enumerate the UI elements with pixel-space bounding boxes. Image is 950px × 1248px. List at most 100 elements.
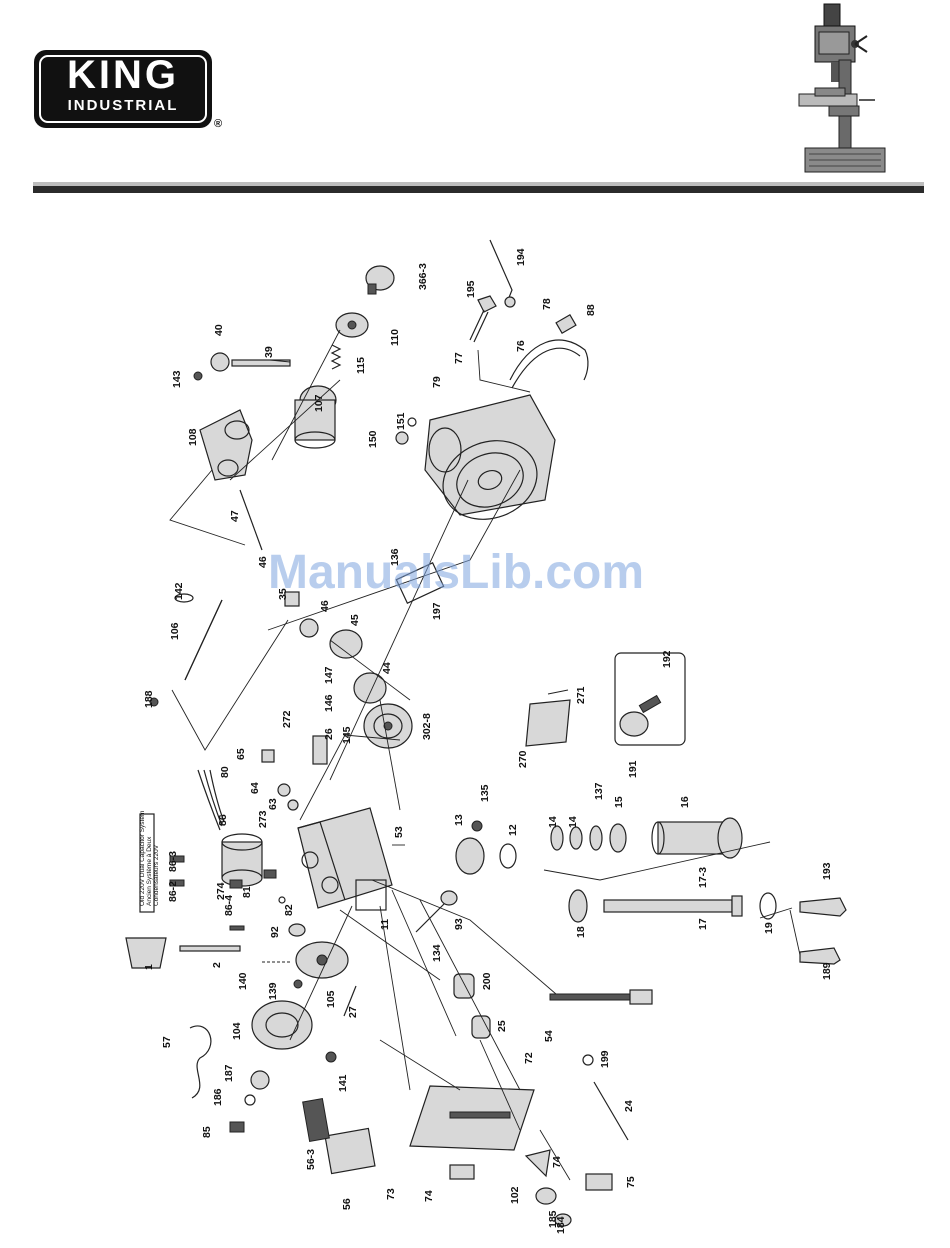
part-label: 186 bbox=[212, 1088, 224, 1106]
part-label: 13 bbox=[453, 814, 465, 826]
drill-press-thumbnail-icon bbox=[798, 3, 886, 173]
part-12 bbox=[499, 843, 517, 869]
part-17 bbox=[603, 895, 743, 917]
part-label: 189 bbox=[821, 962, 833, 980]
part-54 bbox=[549, 993, 631, 1001]
part-label: 11 bbox=[379, 919, 391, 930]
part-label: 302-8 bbox=[421, 713, 433, 740]
part-270 bbox=[525, 699, 571, 747]
part-188 bbox=[149, 697, 159, 707]
part-27 bbox=[343, 985, 357, 1017]
part-label: 192 bbox=[661, 650, 673, 668]
part-label: 86-2 bbox=[167, 881, 179, 902]
part-label: 141 bbox=[337, 1074, 349, 1092]
part-191-box bbox=[614, 652, 686, 746]
part-label: 77 bbox=[453, 352, 465, 364]
note-box-text: Old 220V Dual Capacitor System Ancien Sy… bbox=[139, 811, 160, 906]
part-label: 47 bbox=[229, 510, 241, 522]
part-15 bbox=[609, 823, 627, 853]
part-18 bbox=[568, 889, 588, 923]
part-139 bbox=[293, 979, 303, 989]
part-47 bbox=[239, 489, 263, 551]
part-label: 74 bbox=[423, 1190, 435, 1202]
part-72 bbox=[409, 1085, 535, 1151]
part-label: 75 bbox=[625, 1176, 637, 1188]
part-label: 76 bbox=[515, 340, 527, 352]
part-label: 86 bbox=[217, 814, 229, 826]
part-label: 24 bbox=[623, 1100, 635, 1112]
part-26 bbox=[312, 735, 328, 765]
part-302-8 bbox=[363, 703, 413, 749]
part-label: 85 bbox=[201, 1126, 213, 1138]
part-label: 110 bbox=[389, 329, 401, 346]
part-label: 193 bbox=[821, 862, 833, 880]
part-label: 272 bbox=[281, 710, 293, 728]
part-label: 135 bbox=[479, 784, 491, 802]
part-label: 104 bbox=[231, 1022, 243, 1040]
part-1 bbox=[125, 937, 167, 969]
part-label: 86-3 bbox=[167, 851, 179, 872]
part-label: 39 bbox=[263, 346, 275, 358]
part-label: 150 bbox=[367, 430, 379, 448]
part-label: 187 bbox=[223, 1064, 235, 1082]
part-label: 64 bbox=[249, 782, 261, 794]
part-107 bbox=[294, 385, 337, 449]
part-label: 145 bbox=[341, 726, 353, 744]
part-label: 191 bbox=[627, 760, 639, 778]
part-86-3 bbox=[169, 855, 185, 863]
part-56 bbox=[302, 1097, 376, 1175]
part-78 bbox=[555, 313, 577, 335]
part-46 bbox=[299, 618, 319, 638]
note-line-3: Condensateurs 220V bbox=[153, 844, 160, 906]
part-200 bbox=[453, 973, 475, 999]
part-label: 106 bbox=[169, 622, 181, 640]
part-label: 65 bbox=[235, 748, 247, 760]
part-92 bbox=[288, 923, 306, 937]
part-label: 151 bbox=[395, 412, 407, 430]
part-137 bbox=[589, 825, 603, 851]
part-label: 18 bbox=[575, 926, 587, 938]
part-label: 102 bbox=[509, 1186, 521, 1204]
registered-mark: ® bbox=[214, 118, 223, 130]
part-label: 53 bbox=[393, 826, 405, 838]
part-14 bbox=[550, 825, 564, 851]
part-label: 16 bbox=[679, 796, 691, 808]
part-label: 108 bbox=[187, 428, 199, 446]
part-86-4 bbox=[229, 925, 245, 931]
header-rule-dark bbox=[33, 186, 924, 193]
part-label: 81 bbox=[241, 886, 253, 898]
part-label: 17-3 bbox=[697, 867, 709, 888]
part-110 bbox=[335, 312, 369, 338]
part-64 bbox=[277, 783, 291, 797]
part-label: 63 bbox=[267, 798, 279, 810]
part-label: 270 bbox=[517, 750, 529, 768]
part-label: 195 bbox=[465, 280, 477, 298]
part-label: 88 bbox=[585, 304, 597, 316]
part-193 bbox=[799, 897, 847, 917]
part-63 bbox=[287, 799, 299, 811]
part-195 bbox=[469, 295, 497, 343]
part-274 bbox=[229, 879, 243, 889]
note-line-1: Old 220V Dual Capacitor System bbox=[139, 811, 146, 906]
part-16 bbox=[651, 817, 743, 859]
part-label: 105 bbox=[325, 990, 337, 1008]
part-199 bbox=[582, 1054, 594, 1066]
part-label: 35 bbox=[277, 588, 289, 600]
part-label: 2 bbox=[211, 962, 223, 968]
part-13 bbox=[455, 837, 485, 875]
part-label: 93 bbox=[453, 918, 465, 930]
part-label: 136 bbox=[389, 548, 401, 566]
part-label: 17 bbox=[697, 918, 709, 930]
part-57 bbox=[189, 1025, 212, 1099]
part-label: 46 bbox=[257, 556, 269, 568]
part-label: 45 bbox=[349, 614, 361, 626]
part-label: 86-4 bbox=[223, 895, 235, 916]
part-150 bbox=[395, 431, 409, 445]
part-label: 194 bbox=[515, 248, 527, 266]
watermark: ManualsLib.com bbox=[268, 546, 645, 599]
part-label: 78 bbox=[541, 298, 553, 310]
part-label: 107 bbox=[313, 394, 325, 412]
part-134 bbox=[415, 903, 445, 933]
part-187 bbox=[250, 1070, 270, 1090]
